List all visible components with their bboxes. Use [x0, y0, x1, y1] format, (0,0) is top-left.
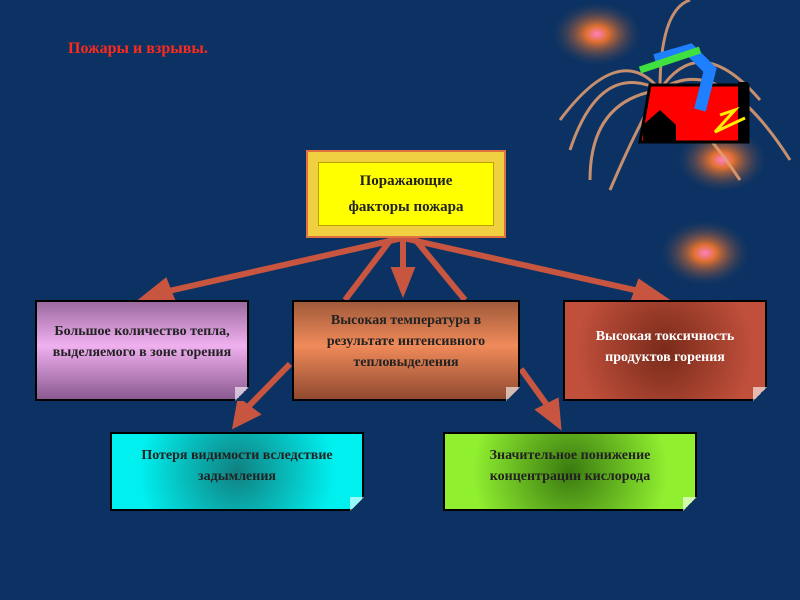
connector-arrows — [137, 235, 671, 431]
fireworks-illustration — [552, 0, 792, 286]
factor-heat: Большое количество тепла, выделяемого в … — [35, 300, 249, 401]
central-node-damaging-factors: Поражающие факторы пожара — [306, 150, 506, 238]
factor-visibility: Потеря видимости вследствие задымления — [110, 432, 364, 511]
center-line2: факторы пожара — [348, 199, 464, 215]
center-line1: Поражающие — [359, 173, 453, 189]
factor-toxicity: Высокая токсичность продуктов горения — [563, 300, 767, 401]
factor-temperature: Высокая температура в результате интенси… — [292, 300, 520, 401]
factor-oxygen: Значительное понижение концентрации кисл… — [443, 432, 697, 511]
slide-title: Пожары и взрывы. — [68, 40, 208, 57]
